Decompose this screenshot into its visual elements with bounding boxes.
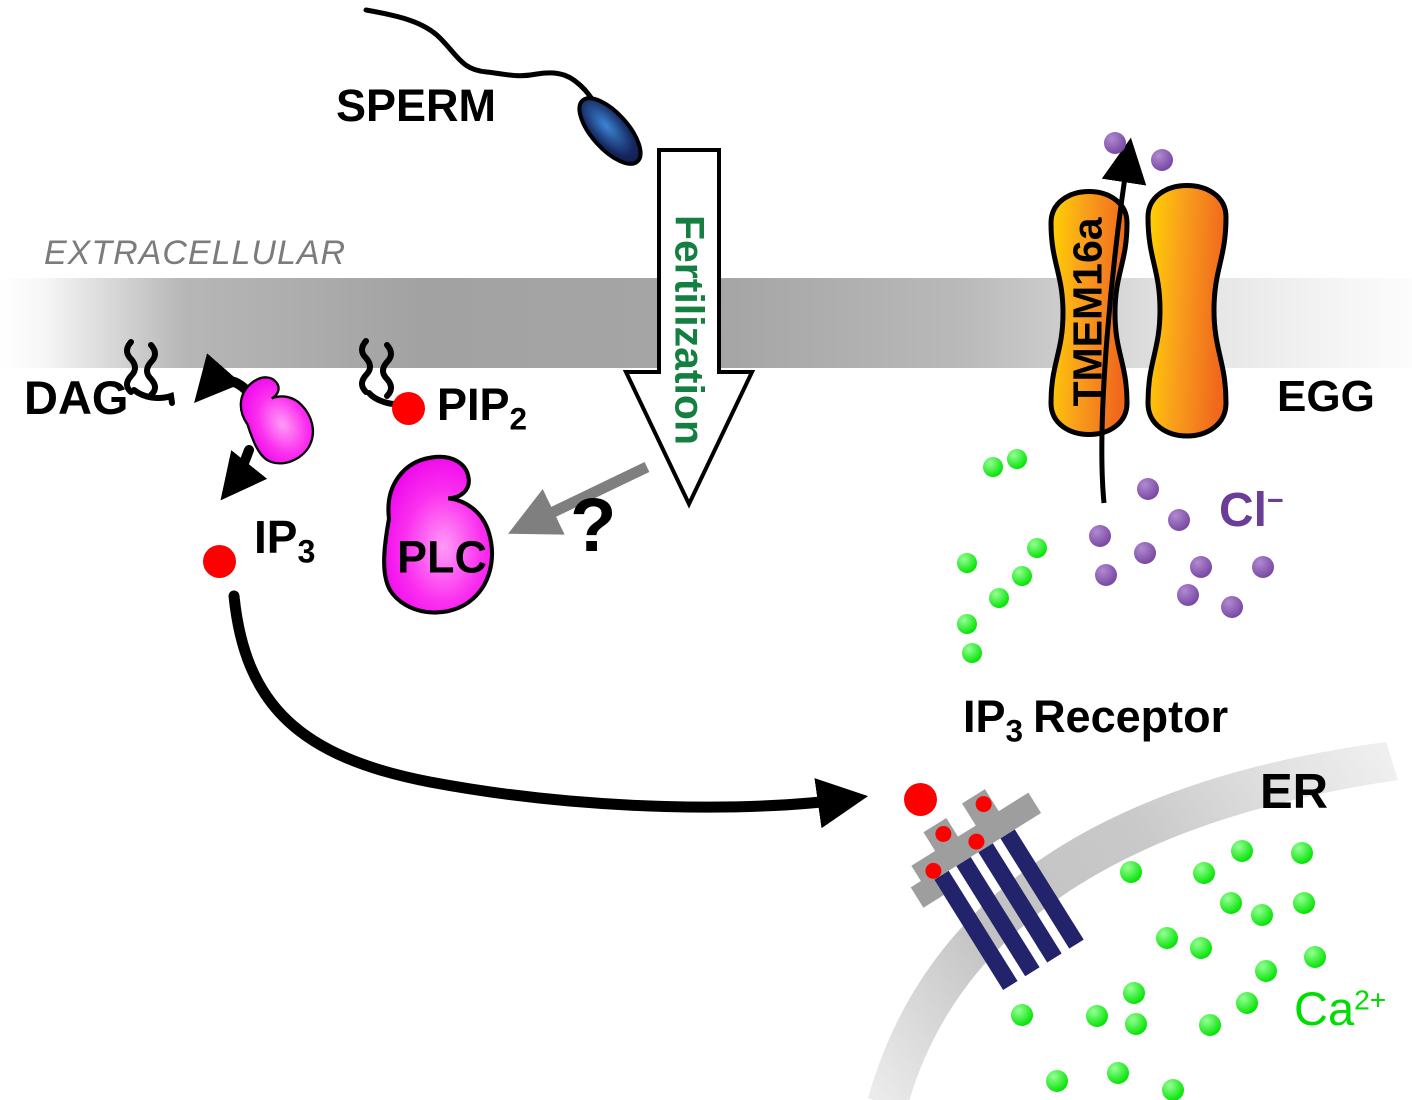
cl-base: Cl xyxy=(1219,484,1267,537)
calcium-ion-er-dot xyxy=(1231,840,1253,862)
pip2-label: PIP2 xyxy=(437,382,527,435)
calcium-label: Ca2+ xyxy=(1294,985,1386,1032)
tmem16a-channel xyxy=(1048,183,1229,439)
pip2-sub: 2 xyxy=(509,400,528,437)
chloride-ion-dot xyxy=(1134,542,1156,564)
extracellular-label: EXTRACELLULAR xyxy=(44,234,347,272)
sperm-glyph xyxy=(363,7,643,166)
calcium-ion-cytosol-dot xyxy=(962,643,982,663)
chloride-ion-dot xyxy=(1095,564,1117,586)
ca-base: Ca xyxy=(1294,982,1355,1035)
calcium-ion-cytosol-dot xyxy=(1027,538,1047,558)
question-mark-label: ? xyxy=(570,483,617,568)
ip3-base: IP xyxy=(254,511,298,563)
calcium-ion-er-dot xyxy=(1199,1014,1221,1036)
chloride-ion-dot xyxy=(1168,509,1190,531)
calcium-ion-cytosol-dot xyxy=(983,457,1003,477)
calcium-ion-er-dot xyxy=(1190,937,1212,959)
plc-small-to-dag-arrow xyxy=(194,353,252,404)
sperm-label: SPERM xyxy=(336,80,497,131)
ip3-receptor-glyph xyxy=(910,789,1084,991)
egg-label: EGG xyxy=(1277,372,1375,421)
red-molecule-dot xyxy=(903,782,937,816)
calcium-ion-er-dot xyxy=(1236,992,1258,1014)
chloride-ion-dot xyxy=(1137,478,1159,500)
calcium-ion-er-dot xyxy=(1046,1070,1068,1092)
calcium-ion-er-dot xyxy=(1255,960,1277,982)
tmem16a-right-subunit xyxy=(1145,183,1229,439)
tmem16a-label: TMEM16a xyxy=(1064,217,1111,407)
dag-lipid-tails xyxy=(124,339,175,406)
fertilization-label: Fertilization xyxy=(666,214,713,446)
chloride-ion-dot xyxy=(1190,556,1212,578)
chloride-flux-arrow xyxy=(1099,137,1147,504)
calcium-ion-cytosol-dot xyxy=(989,588,1009,608)
fertilization-arrow xyxy=(622,148,756,509)
calcium-ion-er-dot xyxy=(1011,1004,1033,1026)
calcium-ion-er-dot xyxy=(1086,1005,1108,1027)
sperm-head xyxy=(577,96,643,166)
sperm-tail xyxy=(363,7,603,115)
calcium-ion-er-dot xyxy=(1156,927,1178,949)
chloride-ion-dot xyxy=(1104,132,1126,154)
calcium-ion-er-dot xyxy=(1304,946,1326,968)
ip3-to-receptor-arrow xyxy=(228,590,869,829)
fertilization-to-plc-arrow xyxy=(508,462,650,535)
calcium-ion-cytosol-dot xyxy=(1007,449,1027,469)
red-molecule-dot xyxy=(202,544,236,578)
calcium-ion-cytosol-dot xyxy=(957,553,977,573)
ip3-label: IP3 xyxy=(254,514,315,568)
ip3-sub: 3 xyxy=(297,533,316,570)
calcium-ion-er-dot xyxy=(1291,842,1313,864)
calcium-ion-er-dot xyxy=(1251,904,1273,926)
ip3r-base: IP xyxy=(963,691,1006,742)
calcium-ion-cytosol-dot xyxy=(957,614,977,634)
calcium-ion-er-dot xyxy=(1120,861,1142,883)
chloride-ion-dot xyxy=(1221,596,1243,618)
calcium-ion-er-dot xyxy=(1220,892,1242,914)
chloride-ion-dot xyxy=(1252,556,1274,578)
calcium-ion-er-dot xyxy=(1125,1013,1147,1035)
pip2-base: PIP xyxy=(437,379,510,430)
calcium-ion-cytosol-dot xyxy=(1012,566,1032,586)
calcium-ion-er-dot xyxy=(1162,1079,1184,1100)
er-label: ER xyxy=(1260,765,1329,819)
dag-label: DAG xyxy=(24,371,129,424)
chloride-ion-dot xyxy=(1089,525,1111,547)
chloride-ion-dot xyxy=(1177,584,1199,606)
calcium-ion-er-dot xyxy=(1293,892,1315,914)
tmem16a-left-subunit xyxy=(1048,189,1130,437)
chloride-ion-dot xyxy=(1151,149,1173,171)
chloride-label: Cl− xyxy=(1219,487,1284,535)
calcium-ion-er-dot xyxy=(1193,862,1215,884)
red-molecule-dot xyxy=(391,391,425,425)
calcium-ion-er-dot xyxy=(1123,982,1145,1004)
calcium-ion-er-dot xyxy=(1107,1062,1129,1084)
cl-sup: − xyxy=(1267,485,1284,518)
ip3r-sub: 3 xyxy=(1005,712,1024,749)
plc-small-to-ip3-arrow xyxy=(220,445,268,501)
ca-sup: 2+ xyxy=(1354,983,1387,1016)
ip3r-rest: Receptor xyxy=(1033,691,1229,742)
plc-label: PLC xyxy=(397,531,487,583)
